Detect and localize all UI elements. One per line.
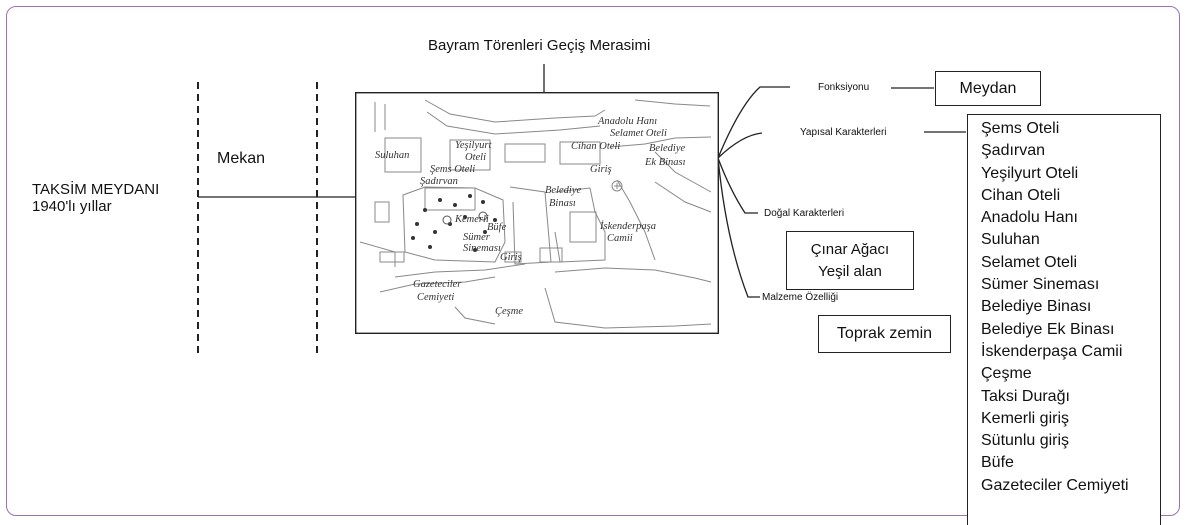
branch-natural-label: Doğal Karakterleri xyxy=(764,208,845,219)
map-label-sems: Şems Oteli xyxy=(430,164,475,175)
structural-list: Şems Oteli Şadırvan Yeşilyurt Oteli Ciha… xyxy=(981,118,1154,497)
list-item: İskenderpaşa Camii xyxy=(981,342,1123,360)
map-label-yesilyurt-2: Oteli xyxy=(465,152,486,163)
list-item: Belediye Ek Binası xyxy=(981,320,1115,338)
map-label-cihan: Cihan Oteli xyxy=(571,141,620,152)
list-item: Sümer Sineması xyxy=(981,276,1100,294)
structural-list-box: Şems Oteli Şadırvan Yeşilyurt Oteli Ciha… xyxy=(967,114,1161,525)
natural-value-2: Yeşil alan xyxy=(818,262,882,280)
list-item: Taksi Durağı xyxy=(981,387,1070,405)
natural-value-1: Çınar Ağacı xyxy=(810,240,890,258)
map-label-belediye-2: Belediye xyxy=(545,185,581,196)
map-label-sumer-1: Sümer xyxy=(463,232,491,243)
function-value-box: Meydan xyxy=(935,71,1041,106)
material-value-box: Toprak zemin xyxy=(818,315,951,353)
branch-natural-line xyxy=(717,157,758,214)
map-label-suluhan: Suluhan xyxy=(375,150,409,161)
diagram-title: Bayram Törenleri Geçiş Merasimi xyxy=(428,37,651,54)
branch-function-label: Fonksiyonu xyxy=(818,82,870,93)
taksim-map: Anadolu Hanı Selamet Oteli Yeşilyurt Ote… xyxy=(355,92,719,334)
map-label-giris-2: Giriş xyxy=(500,252,522,263)
natural-values-box: Çınar Ağacı Yeşil alan xyxy=(786,231,914,290)
list-item: Kemerli giriş xyxy=(981,409,1070,427)
map-label-kemerli: Kemerli xyxy=(454,214,489,225)
map-label-sadirvan: Şadırvan xyxy=(420,176,458,187)
list-item: Çeşme xyxy=(981,365,1032,383)
map-label-selamet: Selamet Oteli xyxy=(610,128,667,139)
list-item: Suluhan xyxy=(981,231,1040,249)
map-label-anadolu: Anadolu Hanı xyxy=(597,116,657,127)
list-item: Cihan Oteli xyxy=(981,186,1061,204)
list-item: Şems Oteli xyxy=(981,120,1060,137)
map-label-bufe: Büfe xyxy=(487,222,507,233)
space-label: Mekan xyxy=(217,150,266,167)
map-label-binasi: Binası xyxy=(549,198,576,209)
branch-structural-label: Yapısal Karakterleri xyxy=(800,127,887,138)
branch-function-line xyxy=(717,86,790,159)
branch-material-line xyxy=(717,157,760,298)
branch-material-label: Malzeme Özelliği xyxy=(762,292,839,303)
map-label-gazeteciler-2: Cemiyeti xyxy=(417,292,454,303)
map-label-iskender-1: İskenderpaşa xyxy=(599,220,656,232)
map-label-cesme: Çeşme xyxy=(495,306,523,317)
branch-structural-line xyxy=(717,132,763,159)
list-item: Belediye Binası xyxy=(981,298,1092,316)
map-label-iskender-2: Camii xyxy=(607,233,633,244)
list-item: Anadolu Hanı xyxy=(981,209,1078,227)
material-value: Toprak zemin xyxy=(836,325,933,342)
place-line-1: TAKSİM MEYDANI xyxy=(32,181,160,198)
list-item: Büfe xyxy=(981,454,1014,472)
list-item: Şadırvan xyxy=(981,142,1046,160)
list-item: Gazeteciler Cemiyeti xyxy=(981,476,1129,494)
list-item: Sütunlu giriş xyxy=(981,432,1070,450)
list-item: Selamet Oteli xyxy=(981,253,1078,271)
list-item: Yeşilyurt Oteli xyxy=(981,164,1079,182)
map-label-giris-1: Giriş xyxy=(590,164,612,175)
map-label-sumer-2: Sineması xyxy=(463,243,501,254)
place-line-2: 1940'lı yıllar xyxy=(32,198,112,216)
map-label-yesilyurt-1: Yeşilyurt xyxy=(455,140,492,151)
place-name: TAKSİM MEYDANI 1940'lı yıllar xyxy=(32,181,159,216)
map-label-gazeteciler-1: Gazeteciler xyxy=(413,279,462,290)
diagram-frame xyxy=(6,6,1180,516)
map-label-belediye: Belediye xyxy=(649,143,685,154)
map-label-ek-binasi: Ek Binası xyxy=(644,157,686,168)
function-value: Meydan xyxy=(959,79,1017,97)
